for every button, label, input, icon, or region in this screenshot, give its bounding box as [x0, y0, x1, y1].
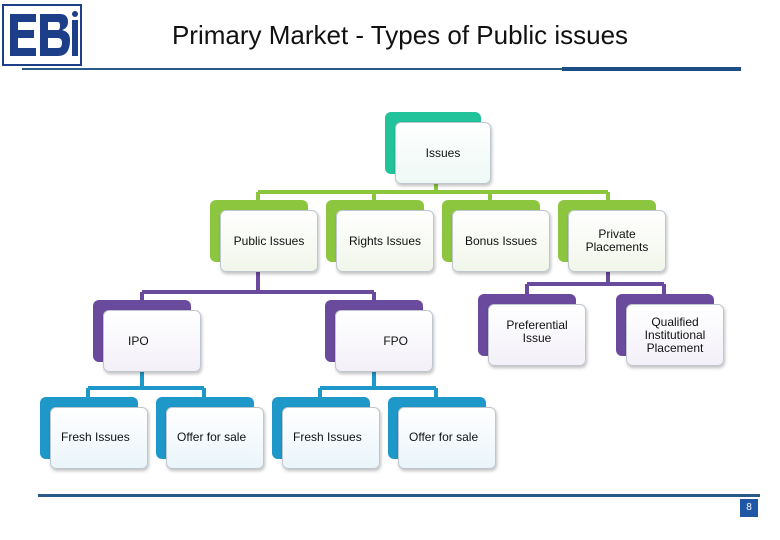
node-rights-issues-label: Rights Issues — [348, 233, 422, 248]
node-rights-issues-card: Rights Issues — [336, 210, 434, 272]
footer-rule — [38, 494, 760, 497]
node-private-placements: Private Placements — [558, 200, 666, 272]
title-underline — [22, 68, 562, 70]
node-qualified-institutional-placement: Qualified Institutional Placement — [616, 294, 724, 366]
node-private-placements-card: Private Placements — [568, 210, 666, 272]
node-issues: Issues — [385, 112, 491, 184]
node-bonus-issues-label: Bonus Issues — [464, 233, 538, 248]
node-bonus-issues: Bonus Issues — [442, 200, 550, 272]
node-public-issues-label: Public Issues — [233, 233, 305, 248]
node-qip-card: Qualified Institutional Placement — [626, 304, 724, 366]
node-fpo-offer-for-sale: Offer for sale — [388, 397, 496, 469]
page-number-badge: 8 — [740, 499, 758, 517]
node-issues-label: Issues — [425, 145, 461, 160]
title-underline-accent — [562, 67, 741, 71]
node-qip-label: Qualified Institutional Placement — [644, 314, 706, 355]
node-ipo-offer-for-sale-card: Offer for sale — [166, 407, 264, 469]
node-preferential-issue-card: Preferential Issue — [488, 304, 586, 366]
node-public-issues: Public Issues — [210, 200, 318, 272]
node-fpo-label: FPO — [383, 333, 408, 348]
sebi-logo — [2, 4, 82, 66]
node-ipo: IPO — [93, 300, 201, 372]
node-ipo-offer-for-sale: Offer for sale — [156, 397, 264, 469]
node-fpo: FPO — [325, 300, 433, 372]
node-fpo-fresh-issues-label: Fresh Issues — [293, 430, 362, 444]
page-title: Primary Market - Types of Public issues — [171, 20, 629, 50]
node-ipo-label: IPO — [128, 333, 149, 348]
node-fpo-offer-for-sale-label: Offer for sale — [409, 430, 479, 444]
node-ipo-offer-for-sale-label: Offer for sale — [177, 430, 247, 444]
node-rights-issues: Rights Issues — [326, 200, 434, 272]
node-preferential-issue-label: Preferential Issue — [506, 318, 568, 345]
node-fpo-fresh-issues: Fresh Issues — [272, 397, 380, 469]
node-fpo-fresh-issues-card: Fresh Issues — [282, 407, 380, 469]
node-ipo-fresh-issues-label: Fresh Issues — [61, 430, 130, 444]
node-private-placements-label: Private Placements — [585, 227, 649, 254]
node-ipo-fresh-issues-card: Fresh Issues — [50, 407, 148, 469]
node-ipo-card: IPO — [103, 310, 201, 372]
node-ipo-fresh-issues: Fresh Issues — [40, 397, 148, 469]
node-issues-card: Issues — [395, 122, 491, 184]
node-fpo-card: FPO — [335, 310, 433, 372]
node-bonus-issues-card: Bonus Issues — [452, 210, 550, 272]
node-public-issues-card: Public Issues — [220, 210, 318, 272]
node-preferential-issue: Preferential Issue — [478, 294, 586, 366]
node-fpo-offer-for-sale-card: Offer for sale — [398, 407, 496, 469]
